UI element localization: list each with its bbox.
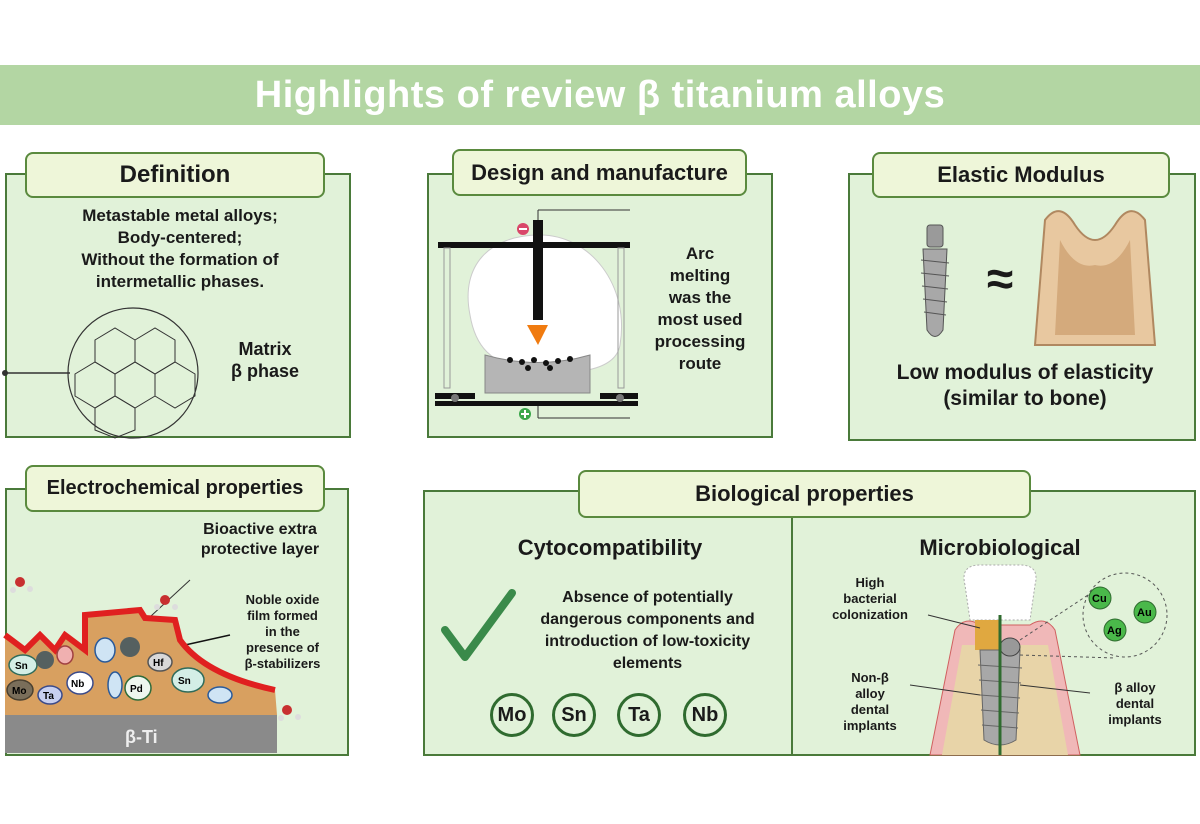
particle-label: Ta xyxy=(43,691,54,702)
high-colonization-text: High bacterial colonization xyxy=(830,575,910,623)
matrix-line: Matrix xyxy=(238,339,292,359)
ion-label: Au xyxy=(1137,607,1152,619)
definition-label: Definition xyxy=(25,152,325,198)
elastic-text: Low modulus of elasticity (similar to bo… xyxy=(860,360,1190,412)
noble-oxide-text: Noble oxide film formed in the presence … xyxy=(235,592,330,672)
particle-label: Pd xyxy=(130,684,143,695)
elastic-label: Elastic Modulus xyxy=(872,152,1170,198)
matrix-line: β phase xyxy=(230,361,299,381)
element-badge-mo: Mo xyxy=(490,693,534,737)
arc-melting-furnace-illustration xyxy=(435,209,638,420)
particle-label: Sn xyxy=(15,661,28,672)
ion-label: Ag xyxy=(1107,625,1122,637)
implant-icon xyxy=(920,224,950,337)
ion-label: Cu xyxy=(1092,593,1107,605)
noble-line: Noble oxide xyxy=(245,592,320,607)
noble-line: film formed xyxy=(247,608,318,623)
beta-line: implants xyxy=(1108,712,1162,727)
high-line: bacterial xyxy=(843,591,897,606)
electrochemical-label: Electrochemical properties xyxy=(25,465,325,512)
definition-panel xyxy=(5,173,351,438)
noble-line: β-stabilizers xyxy=(244,656,321,671)
beta-line: β alloy xyxy=(1114,680,1156,695)
element-badge-ta: Ta xyxy=(617,693,661,737)
high-line: High xyxy=(855,575,885,590)
bioactive-text: Bioactive extra protective layer xyxy=(180,520,340,560)
matrix-label: Matrix β phase xyxy=(225,338,305,382)
element-badge-nb: Nb xyxy=(683,693,727,737)
cyto-line: elements xyxy=(612,655,683,672)
high-line: colonization xyxy=(832,607,908,622)
elastic-line: (similar to bone) xyxy=(943,387,1107,410)
bioactive-line: Bioactive extra xyxy=(203,521,317,538)
particle-label: Hf xyxy=(153,658,164,669)
title-banner: Highlights of review β titanium alloys xyxy=(0,65,1200,125)
non-beta-line: alloy xyxy=(855,686,885,701)
page-title: Highlights of review β titanium alloys xyxy=(254,73,946,116)
bone-icon xyxy=(1033,210,1157,346)
noble-line: presence of xyxy=(246,640,319,655)
design-line: processing xyxy=(654,332,746,351)
checkmark-icon xyxy=(441,589,516,661)
beta-alloy-text: β alloy dental implants xyxy=(1095,680,1175,728)
biological-divider xyxy=(791,490,793,756)
design-line: melting xyxy=(669,266,731,285)
beta-line: dental xyxy=(1115,696,1155,711)
particle-label: Nb xyxy=(71,679,84,690)
design-text: Arc melting was the most used processing… xyxy=(640,243,760,375)
element-badge-sn: Sn xyxy=(552,693,596,737)
dental-implant-illustration: Cu Au Ag xyxy=(909,564,1168,756)
substrate-label: β-Ti xyxy=(125,727,158,747)
design-label: Design and manufacture xyxy=(452,149,747,196)
cytocompatibility-text: Absence of potentially dangerous compone… xyxy=(515,587,780,675)
approx-symbol: ≈ xyxy=(986,253,1014,306)
cyto-line: introduction of low-toxicity xyxy=(544,633,751,650)
design-line: most used xyxy=(657,310,743,329)
non-beta-line: implants xyxy=(843,718,897,733)
biological-label: Biological properties xyxy=(578,470,1031,518)
bcc-matrix-illustration xyxy=(2,307,199,439)
non-beta-line: dental xyxy=(850,702,890,717)
noble-line: in the xyxy=(265,624,300,639)
microbiological-heading: Microbiological xyxy=(919,535,1081,560)
definition-line: Body-centered; xyxy=(117,228,243,247)
definition-line: Without the formation of xyxy=(81,250,279,269)
oxide-layer-illustration: β-Ti Sn Mo Ta Nb Hf Pd Sn xyxy=(3,577,301,753)
cytocompatibility-heading: Cytocompatibility xyxy=(517,535,703,560)
particle-label: Mo xyxy=(12,686,26,697)
particle-label: Sn xyxy=(178,676,191,687)
bioactive-line: protective layer xyxy=(200,541,320,558)
definition-line: intermetallic phases. xyxy=(95,272,265,291)
cyto-line: dangerous components and xyxy=(540,611,755,628)
non-beta-text: Non-β alloy dental implants xyxy=(835,670,905,734)
non-beta-line: Non-β xyxy=(851,670,889,685)
definition-line: Metastable metal alloys; xyxy=(82,206,278,225)
design-line: route xyxy=(678,354,722,373)
design-line: was the xyxy=(668,288,732,307)
cyto-line: Absence of potentially xyxy=(562,589,733,606)
elastic-line: Low modulus of elasticity xyxy=(896,361,1154,384)
design-line: Arc xyxy=(685,244,715,263)
definition-text: Metastable metal alloys; Body-centered; … xyxy=(30,205,330,293)
